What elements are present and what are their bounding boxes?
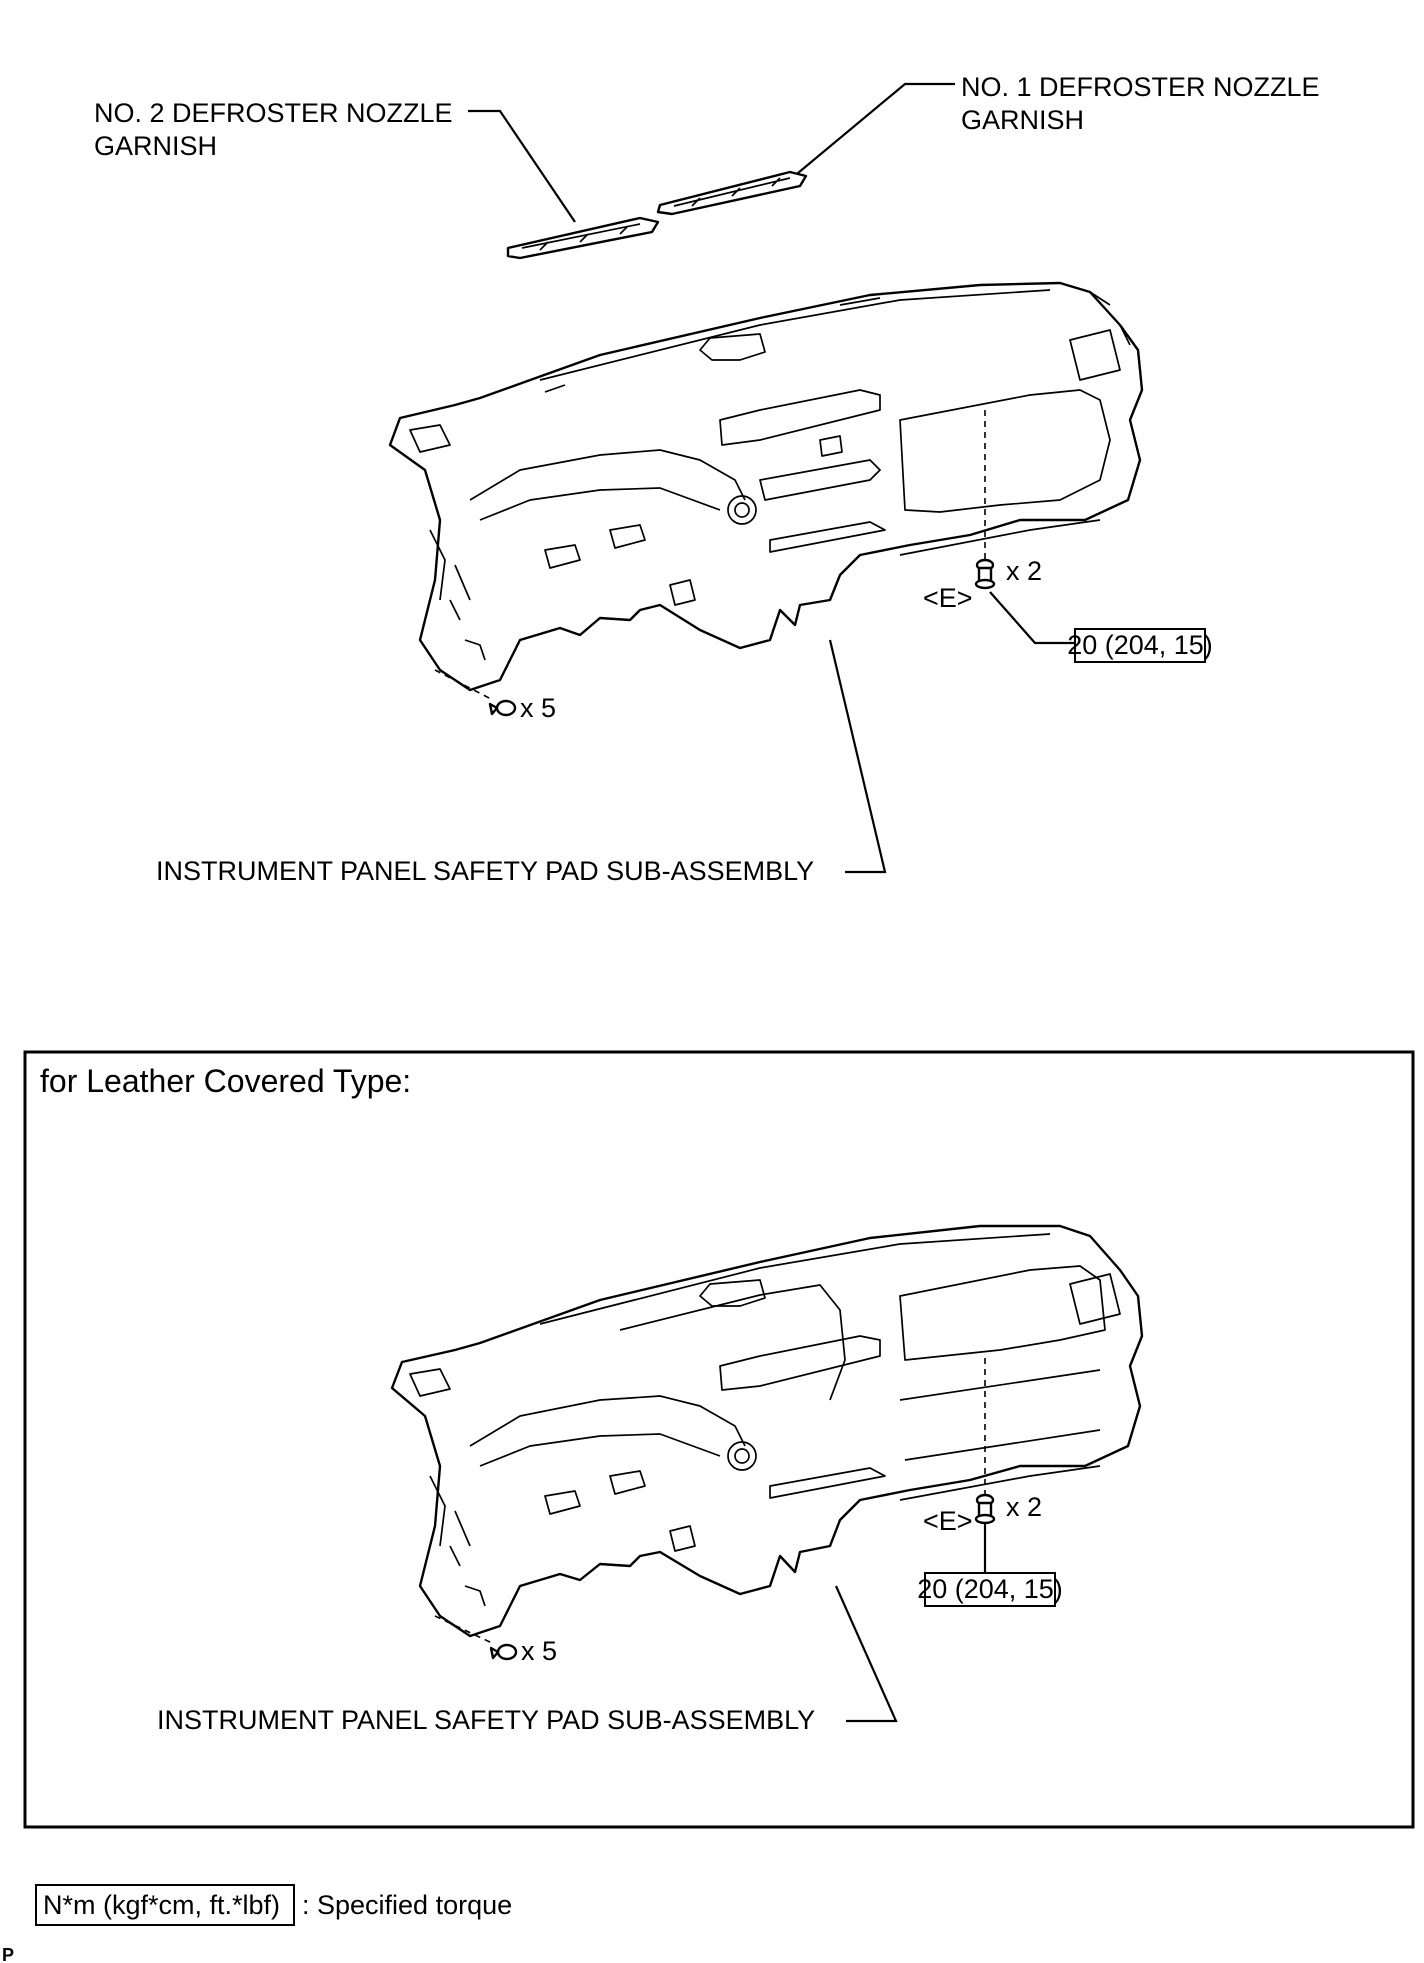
leather-bolt-x2-icon <box>974 1493 996 1525</box>
torque-spec-box <box>1074 628 1206 663</box>
corner-mark: P <box>2 1945 14 1963</box>
torque-spec-value: 20 (204, 15) <box>1067 630 1213 660</box>
legend-torque-description: : Specified torque <box>302 1890 512 1920</box>
instrument-panel-leather <box>390 1224 1144 1638</box>
sub-assembly-leader <box>828 639 887 874</box>
no2-defroster-nozzle-garnish <box>506 216 660 260</box>
garnish-2-label-line1: NO. 2 DEFROSTER NOZZLE <box>94 98 453 128</box>
instrument-panel-top <box>388 281 1144 692</box>
garnish-1-label-line2: GARNISH <box>961 105 1084 135</box>
leather-bolt-x2-count: x 2 <box>1006 1492 1042 1522</box>
bolt-x2-count: x 2 <box>1006 556 1042 586</box>
leather-torque-spec-box <box>924 1572 1056 1607</box>
top-diagram: NO. 2 DEFROSTER NOZZLE GARNISH NO. 1 DEF… <box>94 72 1320 886</box>
leather-sub-assembly-leader <box>834 1585 898 1723</box>
leather-sub-assembly-label: INSTRUMENT PANEL SAFETY PAD SUB-ASSEMBLY <box>157 1705 815 1735</box>
leather-screw-x5-icon <box>489 1643 518 1661</box>
bolt-x2-icon <box>974 558 996 590</box>
leather-bolt-type-e-label: <E> <box>923 1506 973 1536</box>
garnish-2-leader <box>468 109 576 223</box>
torque-leader <box>989 591 1076 645</box>
no1-defroster-nozzle-garnish <box>656 170 808 216</box>
legend-torque-unit-box <box>35 1884 295 1926</box>
screw-x5-count: x 5 <box>520 693 556 723</box>
bolt-type-e-label: <E> <box>923 583 973 613</box>
legend-torque-unit: N*m (kgf*cm, ft.*lbf) <box>43 1890 280 1920</box>
leather-torque-spec-value: 20 (204, 15) <box>917 1574 1063 1604</box>
garnish-1-label-line1: NO. 1 DEFROSTER NOZZLE <box>961 72 1320 102</box>
screw-x5-icon <box>488 699 517 717</box>
leather-type-title: for Leather Covered Type: <box>40 1063 411 1099</box>
leather-screw-x5-count: x 5 <box>521 1636 557 1666</box>
garnish-2-label-line2: GARNISH <box>94 131 217 161</box>
sub-assembly-label: INSTRUMENT PANEL SAFETY PAD SUB-ASSEMBLY <box>156 856 814 886</box>
bottom-diagram: x 2 <E> 20 (204, 15) x 5 INSTRUMENT PANE… <box>157 1224 1144 1735</box>
garnish-1-leader <box>791 82 955 179</box>
leather-type-frame <box>23 1050 1415 1829</box>
